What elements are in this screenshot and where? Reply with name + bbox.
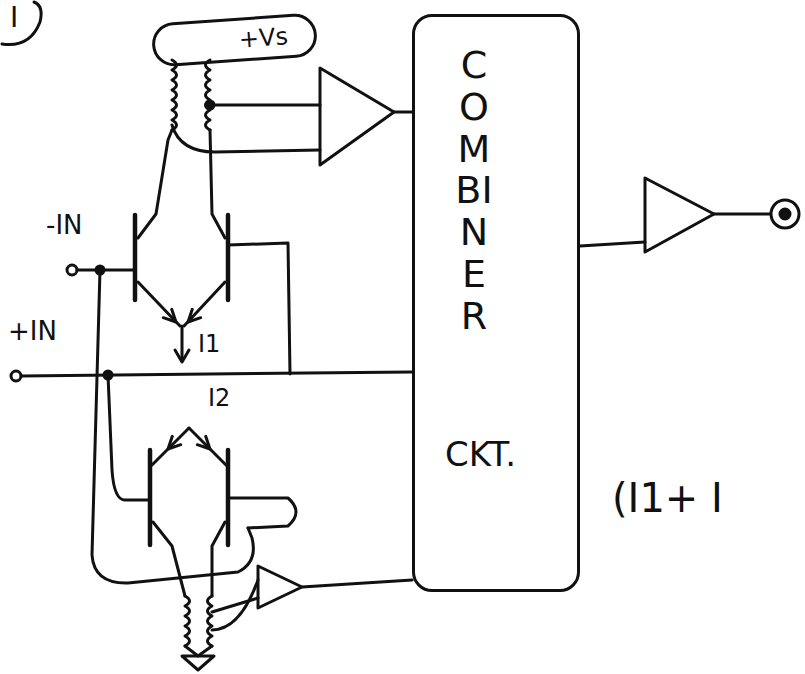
lower-transformer <box>182 596 214 670</box>
output-amplifier-stroke <box>780 209 790 219</box>
upper-transistor-pair-stroke <box>133 215 138 300</box>
lower-transistor-pair-stroke <box>197 436 210 449</box>
lower-amplifier-stroke <box>258 566 302 608</box>
lower-transistor-pair-stroke <box>212 522 225 596</box>
upper-amplifier-stroke <box>210 104 320 107</box>
lower-transformer-stroke <box>208 596 213 646</box>
upper-transistor-pair-stroke <box>181 326 184 360</box>
upper-amplifier <box>172 68 412 165</box>
output-amplifier-stroke <box>714 213 770 216</box>
input-wiring-stroke <box>92 270 253 583</box>
lower-amplifier-stroke <box>212 580 258 630</box>
lower-transistor-pair-stroke <box>152 428 189 465</box>
lower-amplifier <box>212 566 412 630</box>
upper-transistor-pair-stroke <box>226 215 231 300</box>
upper-amplifier-stroke <box>394 111 412 114</box>
upper-transistor-pair <box>135 130 228 362</box>
output-amplifier-stroke <box>771 200 799 228</box>
corner-circle-fragment <box>2 2 41 45</box>
combiner-name: CKT. <box>445 437 516 471</box>
lower-transistor-pair-stroke <box>168 436 181 449</box>
output-amplifier <box>580 178 799 252</box>
upper-transistor-pair-stroke <box>184 282 225 326</box>
combiner-name: COMBINER <box>455 45 493 338</box>
equation-text: (I1+ I <box>612 478 723 518</box>
output-amplifier-stroke <box>645 178 714 252</box>
lower-transistor-pair <box>150 428 228 596</box>
supply-pill: +Vs <box>151 12 319 67</box>
output-amplifier-stroke <box>580 242 645 246</box>
input-wiring-stroke <box>108 375 150 500</box>
current-name: I1 <box>198 332 220 356</box>
combiner-box: COMBINER CKT. <box>412 14 580 592</box>
upper-transformer-stroke <box>206 60 211 130</box>
supply-label: +Vs <box>238 24 289 51</box>
upper-transformer-stroke <box>172 60 177 130</box>
upper-transistor-pair-stroke <box>138 130 172 238</box>
lower-transistor-pair-stroke <box>153 522 185 596</box>
pin-name: +IN <box>8 318 57 344</box>
input-wiring-stroke <box>77 269 135 272</box>
input-wiring-stroke <box>228 243 290 374</box>
lower-amplifier-stroke <box>212 598 258 612</box>
upper-transistor-pair-stroke <box>188 309 201 322</box>
upper-transistor-pair-stroke <box>138 282 180 326</box>
corner-circle-fragment-stroke <box>2 2 41 45</box>
fragment-text: I <box>10 4 18 32</box>
upper-amplifier-stroke <box>320 68 394 165</box>
lower-amplifier-stroke <box>302 580 412 587</box>
input-wiring-stroke <box>228 498 296 528</box>
upper-transistor-pair-stroke <box>175 350 189 362</box>
upper-transistor-pair-stroke <box>210 130 225 238</box>
lower-transformer-stroke <box>185 596 190 646</box>
upper-transistor-pair-stroke <box>163 309 176 322</box>
input-wiring-stroke <box>21 372 412 376</box>
lower-transformer-stroke <box>182 656 214 670</box>
current-name: I2 <box>208 386 230 410</box>
input-wiring <box>11 243 412 583</box>
upper-transformer <box>172 60 214 130</box>
lower-transistor-pair-stroke <box>189 428 226 465</box>
pin-name: -IN <box>46 212 83 238</box>
upper-amplifier-stroke <box>172 125 320 152</box>
